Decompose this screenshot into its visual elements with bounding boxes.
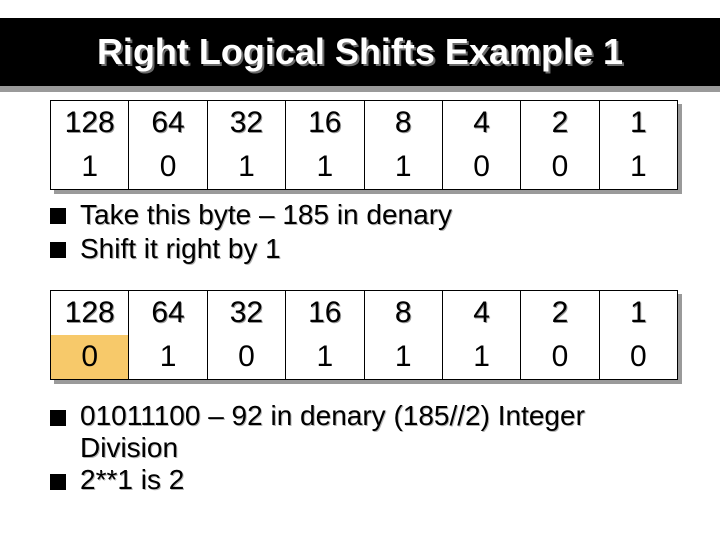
slide-title: Right Logical Shifts Example 1 — [96, 31, 624, 72]
bullet-list-result: 01011100 – 92 in denary (185//2) Integer… — [50, 400, 690, 496]
bit-table-original: 128 64 32 16 8 4 2 1 1 0 1 1 1 0 0 1 — [49, 100, 679, 190]
title-bar — [0, 18, 720, 86]
bit-place-value: 1 — [598, 100, 679, 145]
bit-value: 0 — [128, 145, 208, 190]
bit-place-value: 128 — [49, 290, 130, 335]
bit-value: 1 — [441, 335, 522, 380]
bit-value: 0 — [520, 335, 600, 380]
bullet-list-intro: Take this byte – 185 in denary Shift it … — [50, 198, 690, 266]
bit-place-value: 32 — [206, 100, 287, 145]
bit-value: 1 — [206, 145, 287, 190]
bit-value: 1 — [49, 145, 130, 190]
bit-value: 1 — [363, 145, 443, 190]
square-bullet-icon — [50, 208, 66, 224]
bullet-item: Take this byte – 185 in denary — [50, 198, 690, 232]
bullet-text: Take this byte – 185 in denary — [80, 199, 453, 230]
bit-place-value: 64 — [128, 290, 208, 335]
bit-table-header-row: 128 64 32 16 8 4 2 1 — [49, 100, 679, 145]
bit-place-value: 4 — [441, 100, 522, 145]
bit-table-value-row: 0 1 0 1 1 1 0 0 — [49, 335, 679, 380]
bit-table-shifted: 128 64 32 16 8 4 2 1 0 1 0 1 1 1 0 0 — [49, 290, 679, 380]
bullet-text: 01011100 – 92 in denary (185//2) Integer… — [80, 400, 585, 463]
bit-place-value: 8 — [363, 290, 443, 335]
bullet-text: 2**1 is 2 — [80, 464, 185, 495]
bit-place-value: 32 — [206, 290, 287, 335]
bit-place-value: 16 — [285, 290, 365, 335]
bit-table-header-row: 128 64 32 16 8 4 2 1 — [49, 290, 679, 335]
bit-value: 1 — [285, 335, 365, 380]
square-bullet-icon — [50, 410, 66, 426]
bit-value: 1 — [285, 145, 365, 190]
square-bullet-icon — [50, 474, 66, 490]
bit-place-value: 8 — [363, 100, 443, 145]
bit-value: 0 — [598, 335, 679, 380]
bit-value: 0 — [206, 335, 287, 380]
bullet-item: 01011100 – 92 in denary (185//2) Integer… — [50, 400, 690, 464]
bit-place-value: 64 — [128, 100, 208, 145]
bit-value-highlighted: 0 — [49, 335, 130, 380]
bullet-text: Shift it right by 1 — [80, 233, 281, 264]
bit-place-value: 2 — [520, 100, 600, 145]
bit-place-value: 16 — [285, 100, 365, 145]
bit-value: 0 — [441, 145, 522, 190]
bullet-item: Shift it right by 1 — [50, 232, 690, 266]
bit-value: 0 — [520, 145, 600, 190]
square-bullet-icon — [50, 242, 66, 258]
bit-value: 1 — [363, 335, 443, 380]
bullet-item: 2**1 is 2 — [50, 464, 690, 496]
bit-place-value: 4 — [441, 290, 522, 335]
bit-table-value-row: 1 0 1 1 1 0 0 1 — [49, 145, 679, 190]
bit-place-value: 1 — [598, 290, 679, 335]
bit-place-value: 2 — [520, 290, 600, 335]
bit-value: 1 — [128, 335, 208, 380]
bit-place-value: 128 — [49, 100, 130, 145]
bit-value: 1 — [598, 145, 679, 190]
